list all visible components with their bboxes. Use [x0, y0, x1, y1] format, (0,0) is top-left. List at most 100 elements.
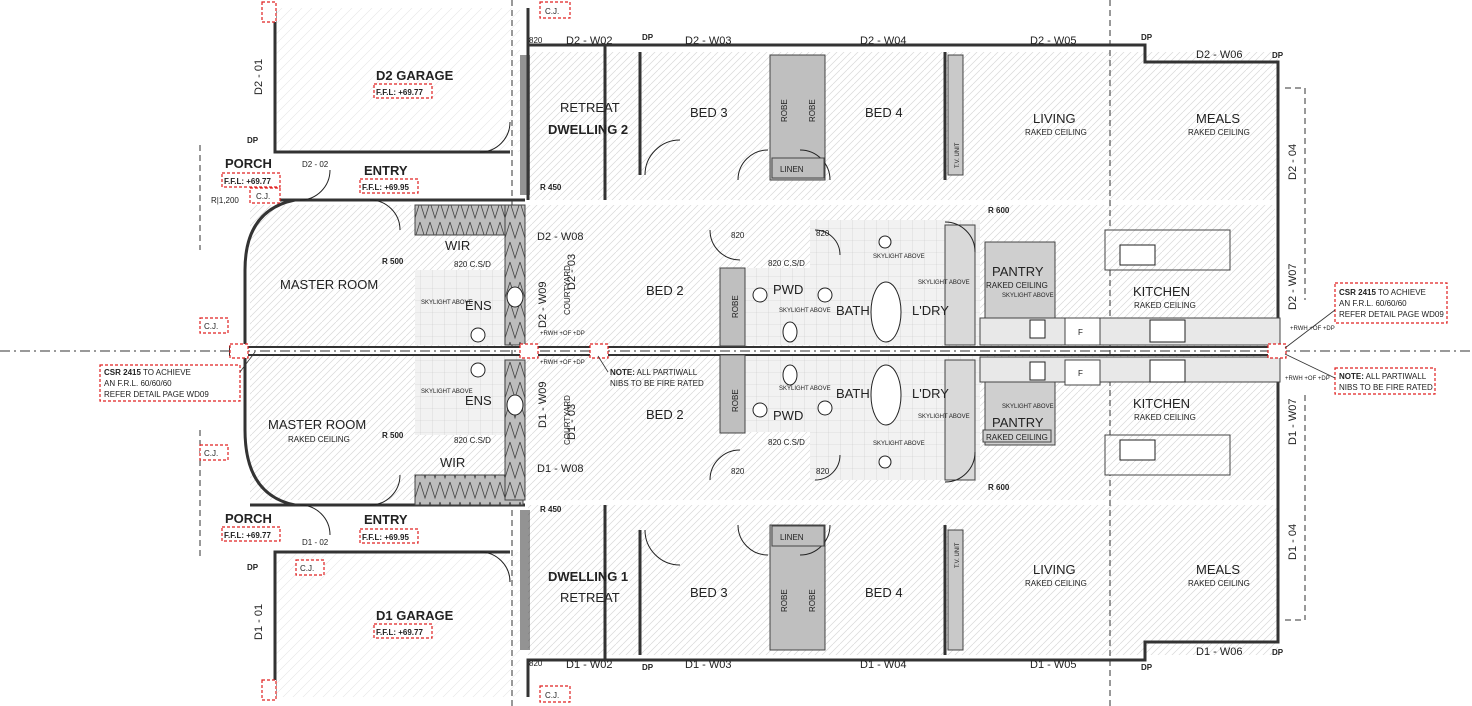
d1-tv-label: T.V. UNIT [955, 542, 961, 568]
d2-porch-ffl-box [221, 172, 281, 188]
d2-garage-ffl-box [373, 83, 433, 99]
partwall-left-2: NIBS TO BE FIRE RATED [610, 379, 704, 388]
d2-03: D2 - 03 [566, 254, 578, 290]
s820-csd-pwd-bot: 820 C.S/D [768, 438, 805, 447]
d2-w03: D2 - W03 [685, 35, 731, 47]
d1-skylight-ldry: SKYLIGHT ABOVE [918, 414, 970, 420]
d2-02: D2 - 02 [302, 160, 329, 169]
d2-pantry-label: PANTRY [992, 264, 1044, 279]
cj-porch-bot: C.J. [300, 564, 314, 573]
cj-left-top: C.J. [204, 322, 218, 331]
d1-w04: D1 - W04 [860, 659, 906, 671]
rwh-left-2: +RWH +OF +DP [540, 360, 585, 366]
d1-pwd-label: PWD [773, 408, 803, 423]
rwh-left: +RWH +OF +DP [540, 331, 585, 337]
d1-w05: D1 - W05 [1030, 659, 1076, 671]
d1-porch-ffl: F.F.L: +69.77 [224, 531, 271, 540]
dp-bot-3: DP [1272, 648, 1284, 657]
d2-w04: D2 - W04 [860, 35, 906, 47]
d2-bath-label: BATH [836, 303, 870, 318]
cj-left-bot: C.J. [204, 449, 218, 458]
d2-skylight-pantry: SKYLIGHT ABOVE [1002, 293, 1054, 299]
d1-living-raked: RAKED CEILING [1025, 579, 1087, 588]
dp-top-4: DP [247, 136, 259, 145]
d2-skylight-ens: SKYLIGHT ABOVE [421, 300, 473, 306]
d2-entry-ffl-box [359, 178, 419, 194]
s820-bed2-top: 820 [731, 231, 745, 240]
d2-w05: D2 - W05 [1030, 35, 1076, 47]
s820-bed2-bot: 820 [731, 467, 745, 476]
pwd-d2-tile [745, 268, 810, 345]
d1-retreat-label: RETREAT [560, 590, 620, 605]
d1-dwelling-label: DWELLING 1 [548, 569, 628, 584]
d1-meals-raked: RAKED CEILING [1188, 579, 1250, 588]
rwh-right: +RWH +OF +DP [1290, 326, 1335, 332]
d2-entry-ffl: F.F.L: +69.95 [362, 183, 409, 192]
d1-w02: D1 - W02 [566, 659, 612, 671]
s820-w02-top: 820 [529, 36, 543, 45]
d2-garage-label: D2 GARAGE [376, 68, 454, 83]
d1-south-floor [528, 505, 1278, 655]
d1-garage-ffl-box [373, 623, 433, 639]
partwall-right-1: NOTE: ALL PARTIWALL [1339, 372, 1427, 381]
d2-pwd-label: PWD [773, 282, 803, 297]
partwall-note-left: NOTE: ALL PARTIWALL NIBS TO BE FIRE RATE… [610, 368, 704, 388]
d2-skylight-bath: SKYLIGHT ABOVE [873, 254, 925, 260]
csr-left-1: CSR 2415 TO ACHIEVE [104, 368, 191, 377]
fridge-d1: F [1078, 369, 1083, 378]
r500-top: R 500 [382, 257, 404, 266]
s820-csd-pwd-top: 820 C.S/D [768, 259, 805, 268]
d1-entry-label: ENTRY [364, 512, 408, 527]
d2-wir-label: WIR [445, 238, 470, 253]
d1-bed3-label: BED 3 [690, 585, 728, 600]
s820-bath-bot: 820 [816, 467, 830, 476]
d2-living-label: LIVING [1033, 111, 1076, 126]
doors [299, 121, 976, 583]
d2-bed3-label: BED 3 [690, 105, 728, 120]
d1-pantry-raked-box [982, 429, 1052, 443]
d2-north-floor [528, 52, 1278, 200]
s820-csd-ens-top: 820 C.S/D [454, 260, 491, 269]
boundary-lines [199, 0, 1306, 706]
d1-kitchen-label: KITCHEN [1133, 396, 1190, 411]
dp-top-3: DP [1272, 51, 1284, 60]
dp-top-2: DP [1141, 33, 1153, 42]
dp-top-1: DP [642, 33, 654, 42]
d1-bed2-label: BED 2 [646, 407, 684, 422]
partwall-note-right: NOTE: ALL PARTIWALL NIBS TO BE FIRE RATE… [1334, 367, 1436, 395]
d1-pantry-label: PANTRY [992, 415, 1044, 430]
csr-left-leader [239, 351, 256, 373]
d1-w06: D1 - W06 [1196, 646, 1242, 658]
pwd-d1-tile [745, 355, 810, 432]
d2-robe-b: ROBE [808, 99, 817, 122]
dp-bot-1: DP [642, 663, 654, 672]
d1-skylight-pantry: SKYLIGHT ABOVE [1002, 404, 1054, 410]
d2-04: D2 - 04 [1287, 144, 1299, 180]
d2-ldry-label: L'DRY [912, 303, 949, 318]
d1-porch-ffl-box [221, 526, 281, 542]
r450-bottom: R 450 [540, 505, 562, 514]
d2-01: D2 - 01 [253, 59, 265, 95]
r600-top: R 600 [988, 206, 1010, 215]
cj-top: C.J. [545, 7, 559, 16]
d2-w06: D2 - W06 [1196, 49, 1242, 61]
d2-retreat-label: RETREAT [560, 100, 620, 115]
d1-entry-ffl: F.F.L: +69.95 [362, 533, 409, 542]
d1-meals-label: MEALS [1196, 562, 1240, 577]
d2-ens-label: ENS [465, 298, 492, 313]
cj-porch-top: C.J. [256, 192, 270, 201]
d1-skylight-bath: SKYLIGHT ABOVE [873, 441, 925, 447]
d1-skylight-ens: SKYLIGHT ABOVE [421, 389, 473, 395]
d2-living-raked: RAKED CEILING [1025, 128, 1087, 137]
rwh-right-2: +RWH +OF +DP [1285, 376, 1330, 382]
d2-meals-label: MEALS [1196, 111, 1240, 126]
d2-pantry-raked: RAKED CEILING [986, 281, 1048, 290]
d1-robe-c: ROBE [731, 389, 740, 412]
csr-right-1: CSR 2415 TO ACHIEVE [1339, 288, 1426, 297]
d1-skylight-pwd: SKYLIGHT ABOVE [779, 386, 831, 392]
d1-w03: D1 - W03 [685, 659, 731, 671]
csr-left-2: AN F.R.L. 60/60/60 [104, 379, 172, 388]
r1200: R|1,200 [211, 196, 239, 205]
d2-skylight-ldry: SKYLIGHT ABOVE [918, 280, 970, 286]
